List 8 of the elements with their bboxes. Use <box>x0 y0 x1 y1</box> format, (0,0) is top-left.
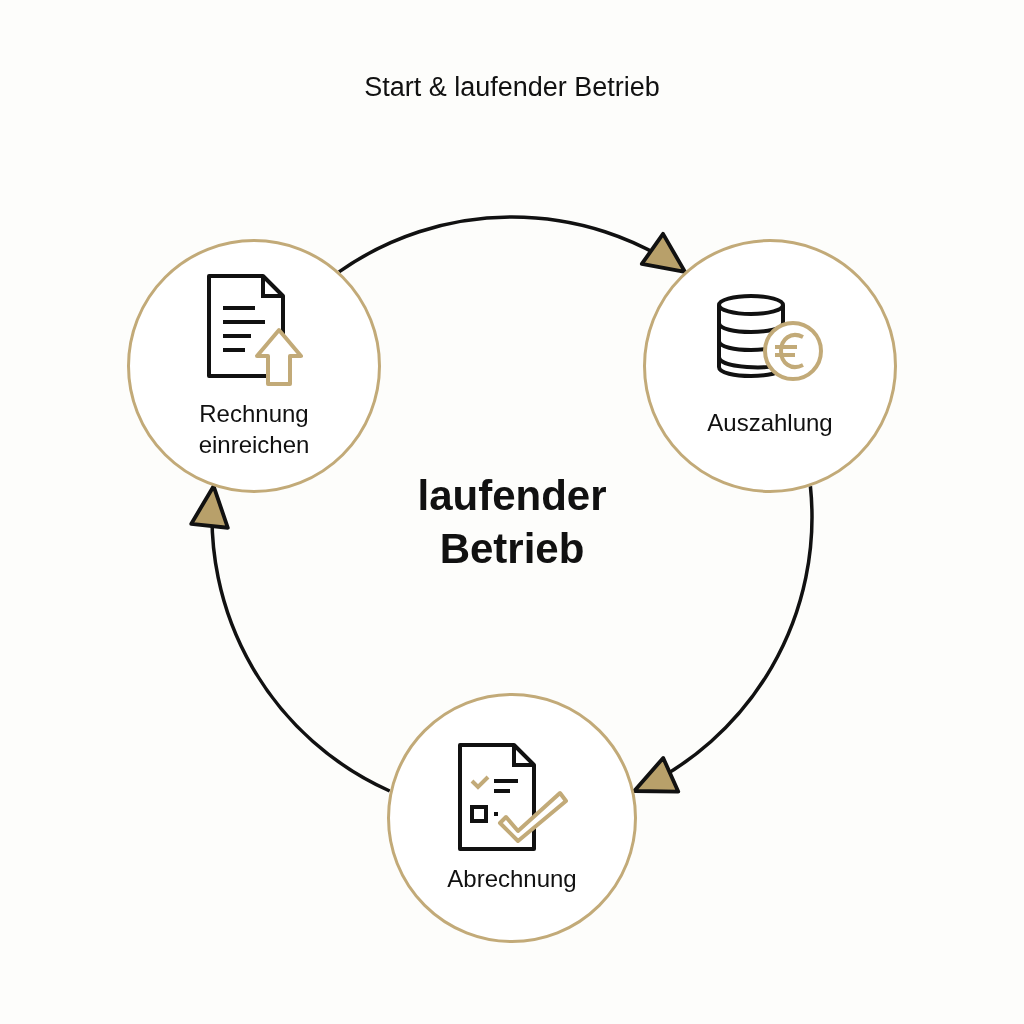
cycle-arrow <box>632 486 814 793</box>
cycle-arrow <box>338 215 687 274</box>
center-label: laufender Betrieb <box>416 471 608 574</box>
cycle-arrow <box>191 484 391 793</box>
step-label: Auszahlung <box>707 408 833 439</box>
step-label: Rechnung einreichen <box>197 398 311 460</box>
title: Start & laufender Betrieb <box>364 72 660 103</box>
step-label: Abrechnung <box>447 864 577 895</box>
